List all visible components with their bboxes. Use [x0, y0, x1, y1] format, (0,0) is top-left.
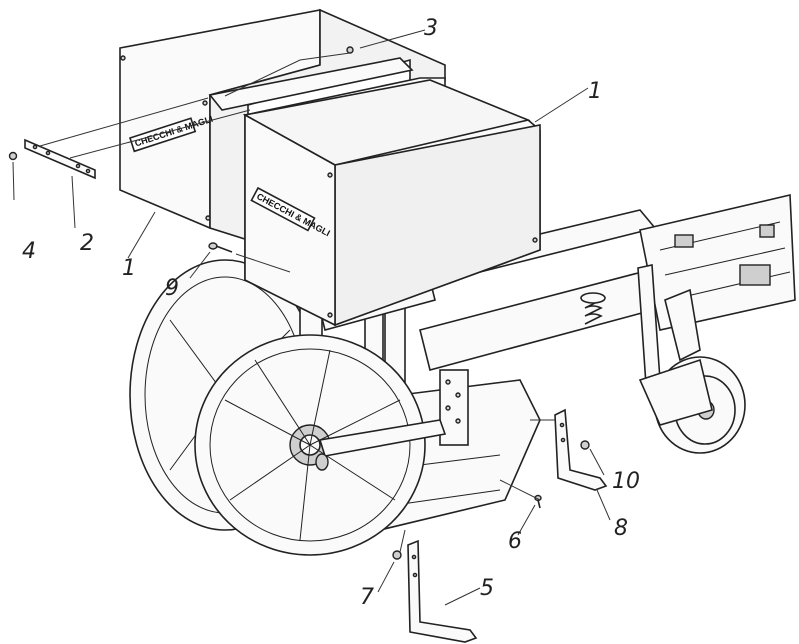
bolt-part-9 — [208, 242, 233, 253]
nut-part-10 — [580, 440, 590, 450]
hopper-front: CHECCHI & MAGLI — [242, 77, 541, 327]
callout-5: 5 — [480, 576, 494, 601]
callout-3: 3 — [424, 16, 438, 41]
callout-4: 4 — [22, 239, 36, 264]
callout-leaders — [12, 29, 611, 606]
bracket-part-5 — [407, 539, 478, 643]
nut-part-4 — [8, 151, 18, 161]
front-press-wheel — [194, 334, 447, 556]
assembly-guide-lines — [39, 52, 555, 553]
nut-part-7 — [392, 550, 402, 560]
callout-7: 7 — [360, 585, 374, 610]
callout-8: 8 — [614, 516, 628, 541]
callout-2: 2 — [80, 231, 94, 256]
screw-part-6 — [534, 494, 542, 509]
bracket-part-8 — [554, 408, 608, 491]
callout-6: 6 — [508, 529, 522, 554]
callout-1-rear-hopper: 1 — [122, 256, 136, 281]
screw-part-3 — [346, 46, 354, 54]
callout-1-front-hopper: 1 — [588, 79, 602, 104]
callout-9: 9 — [165, 276, 179, 301]
strap-plate-part-2 — [24, 138, 96, 180]
gauge-wheel — [638, 356, 746, 454]
callout-10: 10 — [612, 469, 640, 494]
